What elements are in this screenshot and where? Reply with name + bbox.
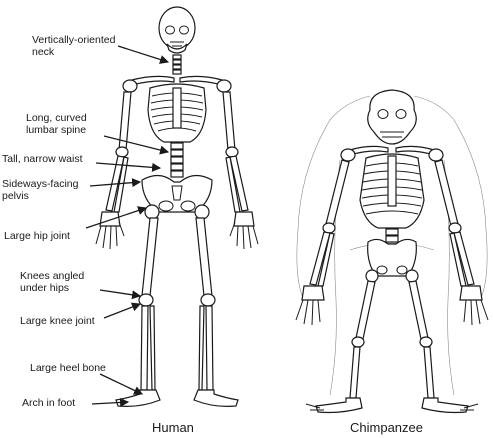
chimp-pelvis xyxy=(367,238,417,277)
arrow-heel xyxy=(99,373,144,395)
human-skeleton xyxy=(95,6,259,407)
arrow-lumbar xyxy=(103,135,170,155)
human-skull xyxy=(158,6,196,50)
label-waist: Tall, narrow waist xyxy=(2,153,83,165)
arrow-waist xyxy=(95,162,162,172)
human-jaw xyxy=(166,43,188,54)
human-knee-right xyxy=(200,293,216,307)
caption-chimpanzee: Chimpanzee xyxy=(350,420,423,435)
arrow-pelvis xyxy=(89,178,142,188)
label-heel-bone: Large heel bone xyxy=(30,362,106,374)
human-foot-right xyxy=(193,389,239,407)
annotation-arrows xyxy=(85,45,170,407)
chimpanzee-skeleton xyxy=(295,89,489,414)
arrow-knee-joint xyxy=(103,302,142,319)
label-arch: Arch in foot xyxy=(22,397,76,409)
label-knees: Knees angled under hips xyxy=(20,270,85,294)
label-hip-joint: Large hip joint xyxy=(4,230,70,242)
label-pelvis: Sideways-facing pelvis xyxy=(2,178,79,202)
arrow-knees xyxy=(99,289,142,300)
arrow-neck xyxy=(117,45,170,64)
human-lumbar-spine xyxy=(170,142,184,178)
label-neck: Vertically-oriented neck xyxy=(32,34,116,58)
human-neck xyxy=(172,54,182,75)
chimp-skull xyxy=(367,89,417,145)
human-knee-left xyxy=(138,293,154,307)
chimp-ribcage xyxy=(359,153,425,229)
human-femur-left xyxy=(141,217,159,297)
arrow-hip xyxy=(85,206,148,229)
label-lumbar-spine: Long, curved lumbar spine xyxy=(26,112,87,136)
caption-human: Human xyxy=(152,420,194,435)
arrow-arch xyxy=(91,397,130,407)
human-femur-right xyxy=(195,217,213,297)
human-ribcage xyxy=(147,83,207,143)
label-knee-joint: Large knee joint xyxy=(20,315,95,327)
